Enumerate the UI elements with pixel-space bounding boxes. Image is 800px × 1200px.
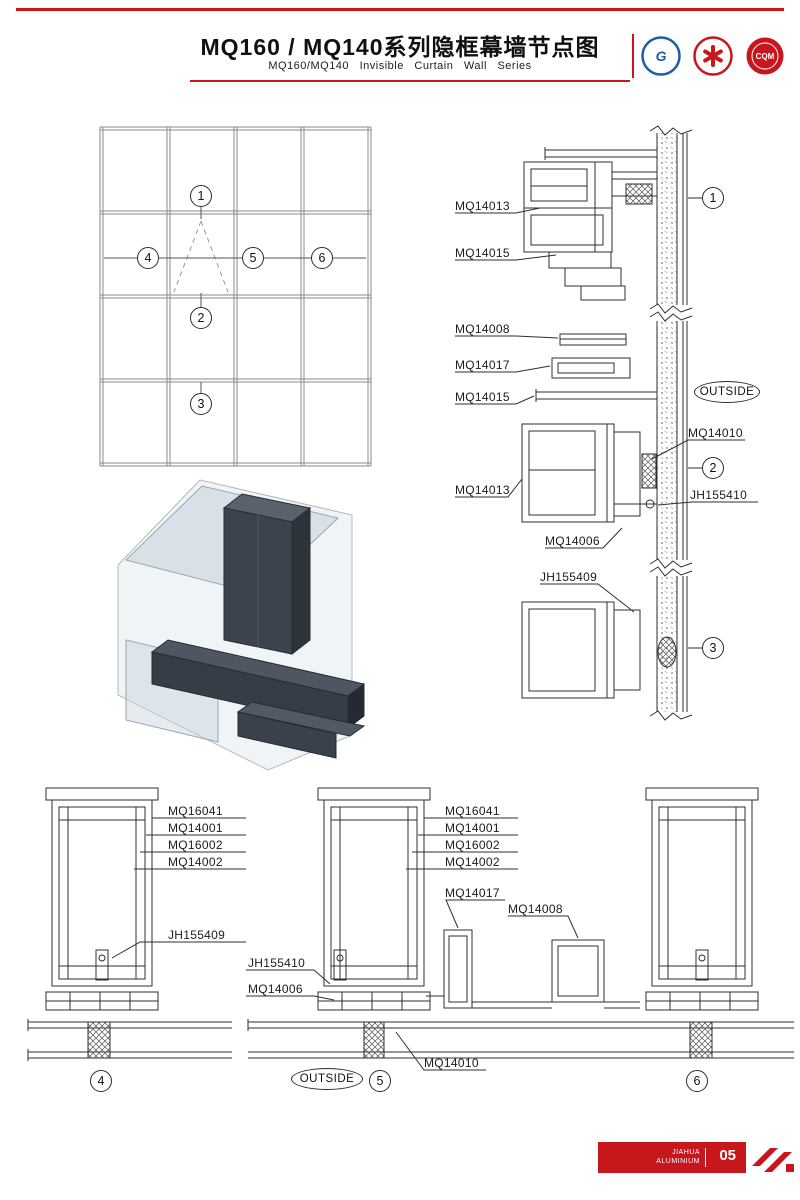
cqm-logo-text: CQM	[756, 52, 775, 61]
elevation-callout-1: 1	[190, 185, 212, 207]
footer-divider	[705, 1148, 706, 1167]
label-d5-mq16002: MQ16002	[445, 838, 500, 852]
outside-label-bottom: OUTSIDE	[291, 1068, 363, 1090]
cqm-certification-icon: CQM	[746, 37, 784, 75]
header-divider	[632, 34, 634, 78]
label-d5-mq14002: MQ14002	[445, 855, 500, 869]
render-3d	[117, 479, 366, 771]
detail-callout-6: 6	[686, 1070, 708, 1092]
gg-logo-letter: G	[656, 48, 667, 64]
section-detail-3	[521, 583, 702, 699]
footer-logo-icon	[748, 1136, 800, 1185]
label-d5-mq14010: MQ14010	[424, 1056, 479, 1070]
footer-brand: JIAHUA ALUMINIUM	[656, 1149, 700, 1167]
certification-logos: G CQM	[636, 32, 788, 85]
elevation-callout-5: 5	[242, 247, 264, 269]
header-top-rule	[16, 8, 784, 11]
section-detail-6	[628, 787, 794, 1059]
footer-brand-line2: ALUMINIUM	[656, 1157, 700, 1165]
detail-callout-1: 1	[702, 187, 724, 209]
wall-section	[649, 124, 693, 724]
label-mq14015-mid: MQ14015	[455, 390, 510, 404]
detail-callout-5: 5	[369, 1070, 391, 1092]
label-mq14008: MQ14008	[455, 322, 510, 336]
flower-certification-icon	[693, 36, 733, 76]
label-jh155410-top: JH155410	[690, 488, 748, 502]
label-d4-jh155409: JH155409	[168, 928, 226, 942]
detail-callout-2: 2	[702, 457, 724, 479]
section-detail-2	[455, 333, 758, 549]
detail-callout-4: 4	[90, 1070, 112, 1092]
elevation-callout-2: 2	[190, 307, 212, 329]
gg-certification-icon: G	[641, 36, 681, 76]
elevation-callout-4: 4	[137, 247, 159, 269]
page-subtitle: MQ160/MQ140 Invisible Curtain Wall Serie…	[268, 60, 532, 72]
label-mq14010: MQ14010	[688, 426, 743, 440]
section-detail-1	[455, 147, 702, 301]
section-detail-4	[27, 787, 246, 1061]
label-mq14017: MQ14017	[455, 358, 510, 372]
footer-page-number: 05	[719, 1147, 736, 1164]
label-d5-mq16041: MQ16041	[445, 804, 500, 818]
elevation-grid	[99, 126, 372, 467]
label-mq14013-top: MQ14013	[455, 199, 510, 213]
footer-band: JIAHUA ALUMINIUM 05	[598, 1142, 746, 1173]
label-jh155409-top: JH155409	[540, 570, 598, 584]
label-d4-mq16002: MQ16002	[168, 838, 223, 852]
label-d5-mq14006: MQ14006	[248, 982, 303, 996]
section-detail-5	[246, 787, 640, 1071]
vent-symbol	[173, 220, 229, 293]
header-sub-rule	[190, 80, 630, 82]
page-title: MQ160 / MQ140系列隐框幕墙节点图	[200, 34, 600, 60]
label-mq14015-top: MQ14015	[455, 246, 510, 260]
label-mq14013-mid: MQ14013	[455, 483, 510, 497]
detail-callout-3: 3	[702, 637, 724, 659]
footer-brand-line1: JIAHUA	[672, 1149, 700, 1156]
label-d4-mq16041: MQ16041	[168, 804, 223, 818]
label-d4-mq14002: MQ14002	[168, 855, 223, 869]
label-d4-mq14001: MQ14001	[168, 821, 223, 835]
label-d5-mq14008: MQ14008	[508, 902, 563, 916]
label-mq14006-top: MQ14006	[545, 534, 600, 548]
label-d5-mq14001: MQ14001	[445, 821, 500, 835]
label-d5-jh155410: JH155410	[248, 956, 306, 970]
elevation-callout-3: 3	[190, 393, 212, 415]
elevation-callout-6: 6	[311, 247, 333, 269]
outside-label-top: OUTSIDE	[694, 381, 760, 403]
label-d5-mq14017: MQ14017	[445, 886, 500, 900]
